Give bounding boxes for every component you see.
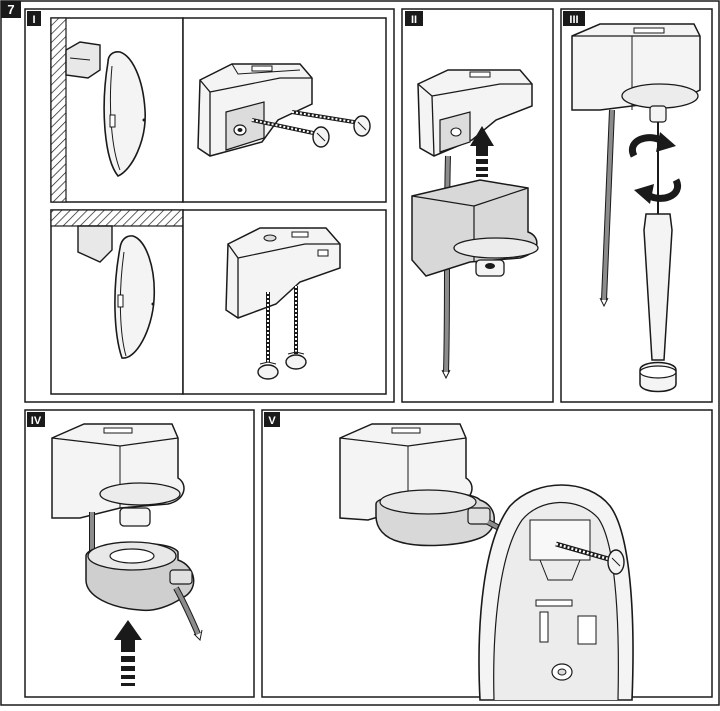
ceiling-mount-side-view: [50, 209, 184, 395]
panel-iii: III: [560, 8, 713, 403]
step-number: 7: [7, 2, 14, 17]
panel-ii: II: [401, 8, 554, 403]
svg-text:II: II: [411, 14, 417, 26]
panel-label-iv: IV: [27, 412, 45, 427]
wall-hatch: [50, 17, 67, 203]
panel-i: I: [24, 8, 395, 403]
sensor-housing: [103, 51, 146, 177]
svg-text:V: V: [268, 415, 276, 427]
panel-label-i: I: [27, 11, 41, 26]
svg-text:I: I: [32, 14, 35, 26]
ceiling-bracket-part: [225, 227, 341, 319]
wall-bracket: [65, 41, 101, 79]
wall-mount-side-view: [50, 17, 184, 203]
swivel-ring-nut: [85, 541, 195, 612]
panel-label-iii: III: [563, 11, 585, 26]
base-cover: [478, 484, 634, 701]
mounting-screw: [555, 541, 625, 575]
panel-label-ii: II: [405, 11, 423, 26]
up-arrow-icon: [114, 620, 142, 686]
panel-v: V: [261, 409, 713, 701]
screw-upper: [291, 110, 371, 137]
panel-iv: IV: [24, 409, 255, 698]
sensor-housing: [51, 423, 185, 519]
screwdriver: [639, 122, 677, 393]
screw-right-vertical: [285, 286, 307, 370]
svg-text:IV: IV: [31, 415, 42, 427]
up-arrow-icon: [470, 126, 494, 177]
bracket-with-horizontal-screws: [182, 17, 387, 203]
bracket-with-vertical-screws: [182, 209, 387, 395]
screw-lower: [251, 118, 330, 148]
ceiling-hatch: [50, 209, 184, 227]
screw-left-vertical: [257, 292, 279, 380]
ceiling-bracket: [77, 225, 113, 263]
svg-text:III: III: [569, 14, 578, 26]
step-number-badge: 7: [1, 1, 21, 18]
panel-label-v: V: [264, 412, 280, 427]
rotate-arrow-icon: [628, 132, 682, 204]
